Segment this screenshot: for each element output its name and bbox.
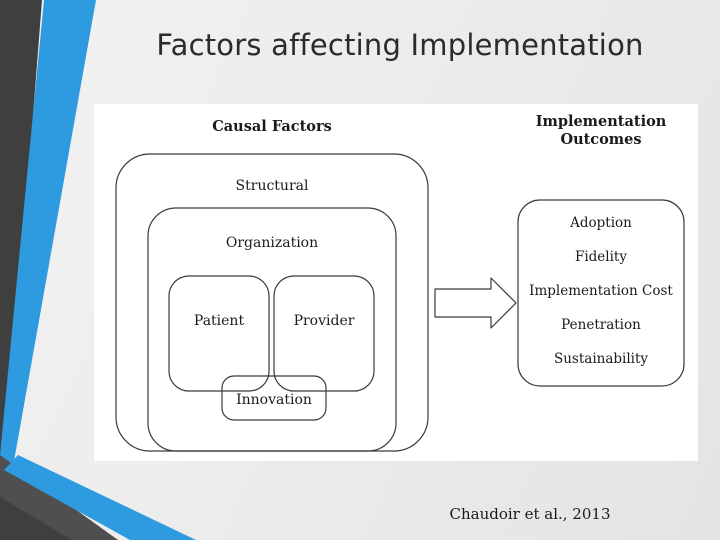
box-provider xyxy=(273,275,375,392)
label-patient: Patient xyxy=(194,313,245,329)
ribbon-dark-lower xyxy=(0,497,72,540)
heading-causal-factors: Causal Factors xyxy=(212,118,332,135)
box-implementation-outcomes xyxy=(517,199,685,387)
ribbon-dark-outer xyxy=(0,0,42,540)
box-patient xyxy=(168,275,270,392)
heading-implementation-outcomes-line1: Implementation xyxy=(536,113,667,130)
label-fidelity: Fidelity xyxy=(575,249,627,265)
box-innovation xyxy=(221,375,327,421)
label-penetration: Penetration xyxy=(561,317,641,333)
page-title: Factors affecting Implementation xyxy=(156,28,644,62)
label-implementation-cost: Implementation Cost xyxy=(529,283,673,299)
ribbon-blue-lower xyxy=(4,455,196,540)
heading-implementation-outcomes-line2: Outcomes xyxy=(560,131,641,148)
label-sustainability: Sustainability xyxy=(554,351,648,367)
box-organization xyxy=(147,207,397,452)
ribbon-blue-upper xyxy=(0,0,96,540)
diagram-panel: Causal Factors Implementation Outcomes S… xyxy=(94,104,698,461)
label-provider: Provider xyxy=(294,313,355,329)
citation-text: Chaudoir et al., 2013 xyxy=(449,505,611,523)
right-arrow-icon xyxy=(434,277,517,329)
label-innovation: Innovation xyxy=(236,392,312,408)
label-structural: Structural xyxy=(236,178,309,194)
label-adoption: Adoption xyxy=(569,215,632,231)
ribbon-dark-inner xyxy=(0,455,118,540)
label-organization: Organization xyxy=(226,235,318,251)
